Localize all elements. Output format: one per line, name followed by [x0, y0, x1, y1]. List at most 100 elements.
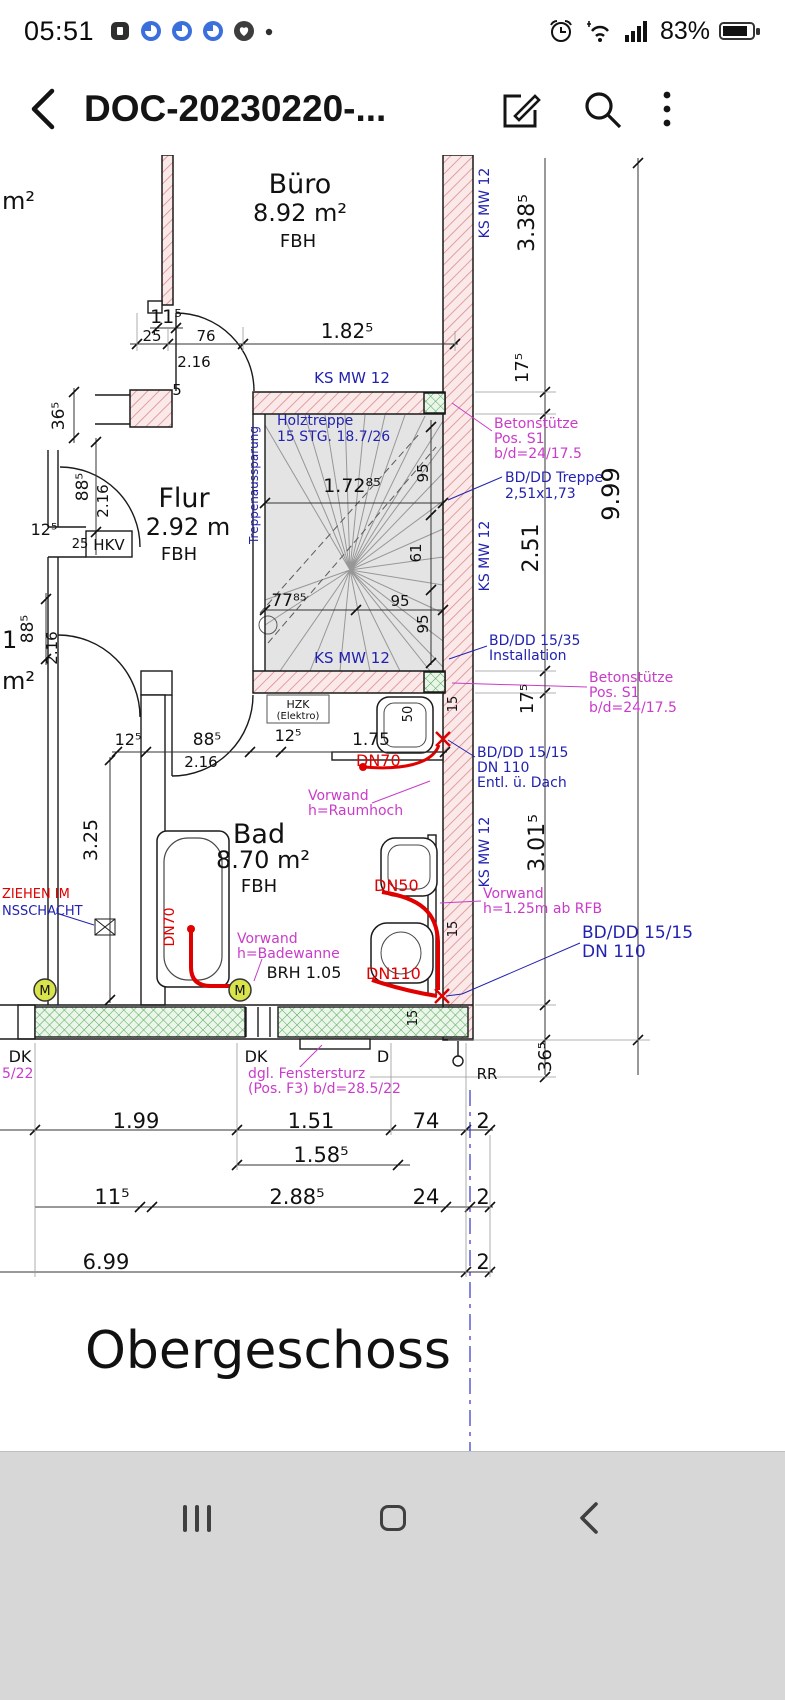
plan-label: BD/DD 15/35: [489, 633, 580, 649]
vent-symbol: [94, 918, 116, 936]
plan-label: DN 110: [477, 760, 529, 776]
plan-label: 1.51: [288, 1109, 335, 1133]
plan-label: 36⁵: [49, 402, 69, 430]
room-name-buero: Büro: [269, 169, 332, 200]
plan-label: 24: [413, 1185, 440, 1209]
plan-label: 2.16: [177, 353, 210, 371]
plan-label: 88⁵: [18, 615, 38, 643]
plan-label: 88⁵: [193, 730, 221, 750]
plan-label: dgl. Fenstersturz: [248, 1066, 365, 1082]
cloud-sync-icon: [141, 21, 162, 41]
overflow-menu-button[interactable]: [661, 86, 673, 132]
plan-label: D: [377, 1047, 389, 1066]
recents-button[interactable]: [174, 1498, 220, 1538]
concrete-column-top: [423, 392, 446, 414]
edit-icon: [503, 93, 541, 127]
cloud-sync-icon: [203, 21, 224, 41]
stair-walkline-start: [258, 615, 278, 635]
plan-label: 1.72⁸⁵: [323, 475, 381, 497]
riser-marker-top: [435, 731, 451, 747]
drain-pipes: [187, 731, 451, 1004]
plan-label: 25: [142, 327, 161, 345]
plan-label: b/d=24/17.5: [494, 446, 582, 462]
search-button[interactable]: [579, 86, 625, 132]
plan-label: 17⁵: [517, 684, 538, 714]
plan-label: 77⁸⁵: [271, 591, 306, 611]
health-icon: [234, 21, 255, 41]
plan-label: Pos. S1: [494, 431, 545, 447]
back-button[interactable]: [30, 86, 56, 132]
plan-label: 12⁵: [31, 520, 58, 539]
plan-label: m²: [2, 667, 35, 695]
plan-label: HZK: [286, 698, 310, 711]
plan-label: KS MW 12: [477, 521, 493, 592]
plan-label: Betonstütze: [494, 416, 578, 432]
signal-icon: [624, 21, 647, 42]
extension-lines: [34, 313, 650, 1277]
walls: [129, 154, 474, 1041]
meter-marker: [228, 978, 252, 1002]
plan-label: Installation: [489, 648, 567, 664]
plan-label: DK: [245, 1047, 268, 1066]
recents-icon: [182, 1504, 211, 1532]
nav-back-button[interactable]: [566, 1498, 612, 1538]
plan-label: DK: [9, 1047, 32, 1066]
overflow-menu-icon: [663, 91, 671, 126]
plan-label: 2: [476, 1250, 489, 1274]
fixtures: [94, 696, 438, 988]
plan-label: HKV: [93, 536, 125, 554]
room-area-bad: 8.70 m²: [216, 846, 310, 874]
room-name-flur: Flur: [158, 483, 210, 514]
plan-label: 1: [2, 626, 17, 654]
app-notification-icon: [111, 22, 130, 40]
edit-button[interactable]: [497, 86, 543, 132]
alarm-icon: [550, 20, 572, 42]
door-swing-flur-1: [59, 466, 141, 548]
dimension-lines: [0, 157, 650, 1278]
bathtub: [156, 830, 230, 988]
plan-label: 12⁵: [115, 730, 142, 749]
pipe-label-dn70: DN70: [356, 751, 401, 770]
plan-label: b/d=24/17.5: [589, 700, 677, 716]
plan-label: 76: [196, 327, 215, 345]
plan-label: h=Badewanne: [237, 946, 340, 962]
stair-wall-top: [252, 391, 446, 415]
plan-label: 74: [413, 1109, 440, 1133]
plan-label: BRH 1.05: [267, 963, 342, 982]
room-area-flur: 2.92 m: [146, 513, 230, 541]
more-notifications-dot: [265, 28, 273, 36]
plan-label: 2: [476, 1109, 489, 1133]
plan-label: ZIEHEN IM: [2, 887, 70, 902]
plan-label: 61: [407, 543, 425, 562]
home-icon: [379, 1505, 406, 1531]
plan-label: 2.88⁵: [269, 1185, 324, 1209]
plan-label: Vorwand: [483, 886, 544, 902]
plan-label: 2,51x1,73: [505, 486, 576, 502]
stair-wall-bottom: [252, 670, 446, 694]
plan-label: 1.58⁵: [293, 1143, 348, 1167]
plan-label: 5: [172, 381, 182, 399]
plan-label: 2.16: [184, 753, 217, 771]
plan-label: (Elektro): [277, 711, 320, 722]
plan-label: 1.82⁵: [321, 319, 374, 343]
system-status-icons: 83%: [547, 17, 761, 46]
plan-label: 50: [401, 706, 416, 723]
plan-label: Entl. ü. Dach: [477, 775, 567, 791]
room-area-buero: 8.92 m²: [253, 199, 347, 227]
plan-label: 2.51: [519, 524, 544, 573]
exterior-wall-right: [442, 154, 474, 1041]
plan-label: 15 STG. 18.7/26: [277, 429, 390, 445]
door-swing-flur-2: [57, 634, 141, 718]
plan-label: 95: [390, 592, 409, 610]
plan-label: BD/DD Treppe: [505, 470, 603, 486]
plan-label: FBH: [161, 544, 197, 565]
meter-marker-label: M: [39, 984, 50, 999]
pipe-label-dn70-tub: DN70: [162, 907, 178, 946]
plan-label: 3.01⁵: [525, 814, 550, 872]
home-button[interactable]: [370, 1498, 416, 1538]
plan-label: Vorwand: [308, 788, 369, 804]
plan-label: 1.75: [352, 730, 390, 750]
plan-label: BD/DD 15/15: [582, 923, 693, 943]
